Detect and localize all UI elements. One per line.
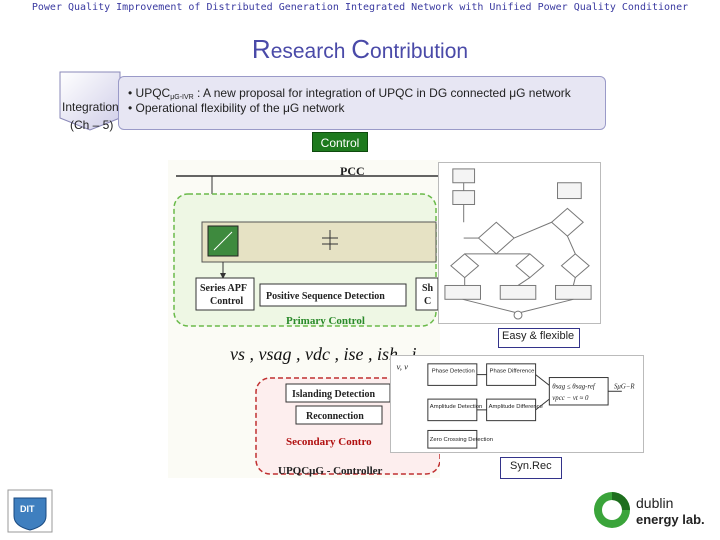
flow-node — [499, 284, 537, 300]
condition-eq1: θsag ≤ θsag-ref — [552, 383, 596, 390]
signal-variables: vs , vsag , vdc , ise , ish , i — [230, 344, 416, 364]
flow-decision — [550, 207, 584, 237]
upqc-converter-area — [201, 221, 437, 263]
chevron-label-integration: Integration — [62, 100, 119, 114]
caption-syncrec: Syn.Rec — [510, 460, 552, 472]
caption-easy-flexible-box — [498, 328, 580, 348]
amplitude-difference-box — [486, 398, 537, 422]
primary-control-label: Primary Control — [286, 315, 365, 327]
series-converter-mark — [213, 231, 233, 251]
dublin-energy-lab-logo: dublin energy lab. — [594, 492, 705, 528]
series-apf-label: Series APF — [200, 283, 247, 294]
pos-seq-label: Positive Sequence Detection — [266, 291, 385, 302]
amplitude-detection-label: Amplitude Detection — [430, 404, 482, 410]
flow-decision — [450, 253, 480, 279]
caption-easy-flexible: Easy & flexible — [502, 330, 575, 342]
flow-decision — [560, 253, 590, 279]
bullet-flexibility: • Operational flexibility of the μG netw… — [128, 101, 345, 115]
slide-title: Research Contribution — [0, 34, 720, 65]
reconnection-label: Reconnection — [306, 411, 364, 422]
condition-box — [548, 377, 609, 406]
block-input-v: v, v — [397, 362, 409, 372]
phase-difference-box — [486, 363, 537, 386]
pos-seq-box — [259, 283, 407, 307]
title-rest1: esearch — [270, 40, 352, 63]
secondary-control-label: Secondary Contro — [286, 436, 372, 448]
energy-lab-logo-text: energy lab. — [636, 512, 705, 527]
title-first-cap: R — [251, 34, 271, 64]
dit-logo-text: DIT — [20, 504, 35, 514]
flowchart-thumbnail — [438, 162, 601, 324]
control-badge: Control — [312, 132, 368, 152]
bullet1-subscript: μG-IVR — [170, 94, 194, 101]
series-apf-control: Control — [210, 296, 243, 307]
flow-node — [555, 284, 592, 300]
phase-detection-label: Phase Detection — [432, 369, 475, 375]
reconnection-box — [295, 405, 383, 425]
amplitude-difference-label: Amplitude Difference — [489, 404, 543, 410]
shunt-control: C — [424, 296, 431, 307]
chevron-label-chapter: (Ch – 5) — [70, 118, 114, 132]
title-second-cap: C — [351, 34, 371, 64]
islanding-label: Islanding Detection — [292, 389, 376, 400]
flow-decision — [477, 221, 515, 255]
zero-crossing-box — [427, 429, 478, 449]
shunt-label: Sh — [422, 283, 434, 294]
header-title: Power Quality Improvement of Distributed… — [31, 2, 689, 13]
bullet1-prefix: • UPQC — [128, 86, 171, 100]
chevron-shape — [59, 71, 121, 131]
flow-end — [513, 310, 523, 320]
dublin-logo-text: dublin — [636, 495, 673, 511]
title-rest2: ontribution — [370, 40, 469, 63]
zero-crossing-label: Zero Crossing Detection — [430, 437, 493, 443]
pcc-label: PCC — [340, 164, 365, 178]
bullet1-rest: : A new proposal for integration of UPQC… — [193, 86, 571, 100]
flow-node — [444, 284, 481, 300]
series-apf-box — [195, 277, 255, 311]
flow-node — [452, 190, 476, 205]
bullet-upqc: • UPQCμG-IVR : A new proposal for integr… — [128, 86, 571, 101]
phase-difference-label: Phase Difference — [490, 369, 535, 375]
output-label: SμG−R — [614, 383, 635, 390]
flow-node — [452, 168, 476, 184]
condition-eq2: vpcc − vt ≈ 0 — [552, 395, 589, 402]
controller-label: UPQCμG - Controller — [278, 465, 383, 477]
bullet-box — [118, 76, 606, 130]
dit-logo: DIT — [7, 489, 53, 533]
flow-node — [557, 182, 582, 200]
caption-syncrec-box — [500, 457, 562, 479]
flow-decision — [515, 253, 545, 279]
sync-block-diagram: v, v Phase Detection Phase Difference Am… — [390, 355, 644, 453]
